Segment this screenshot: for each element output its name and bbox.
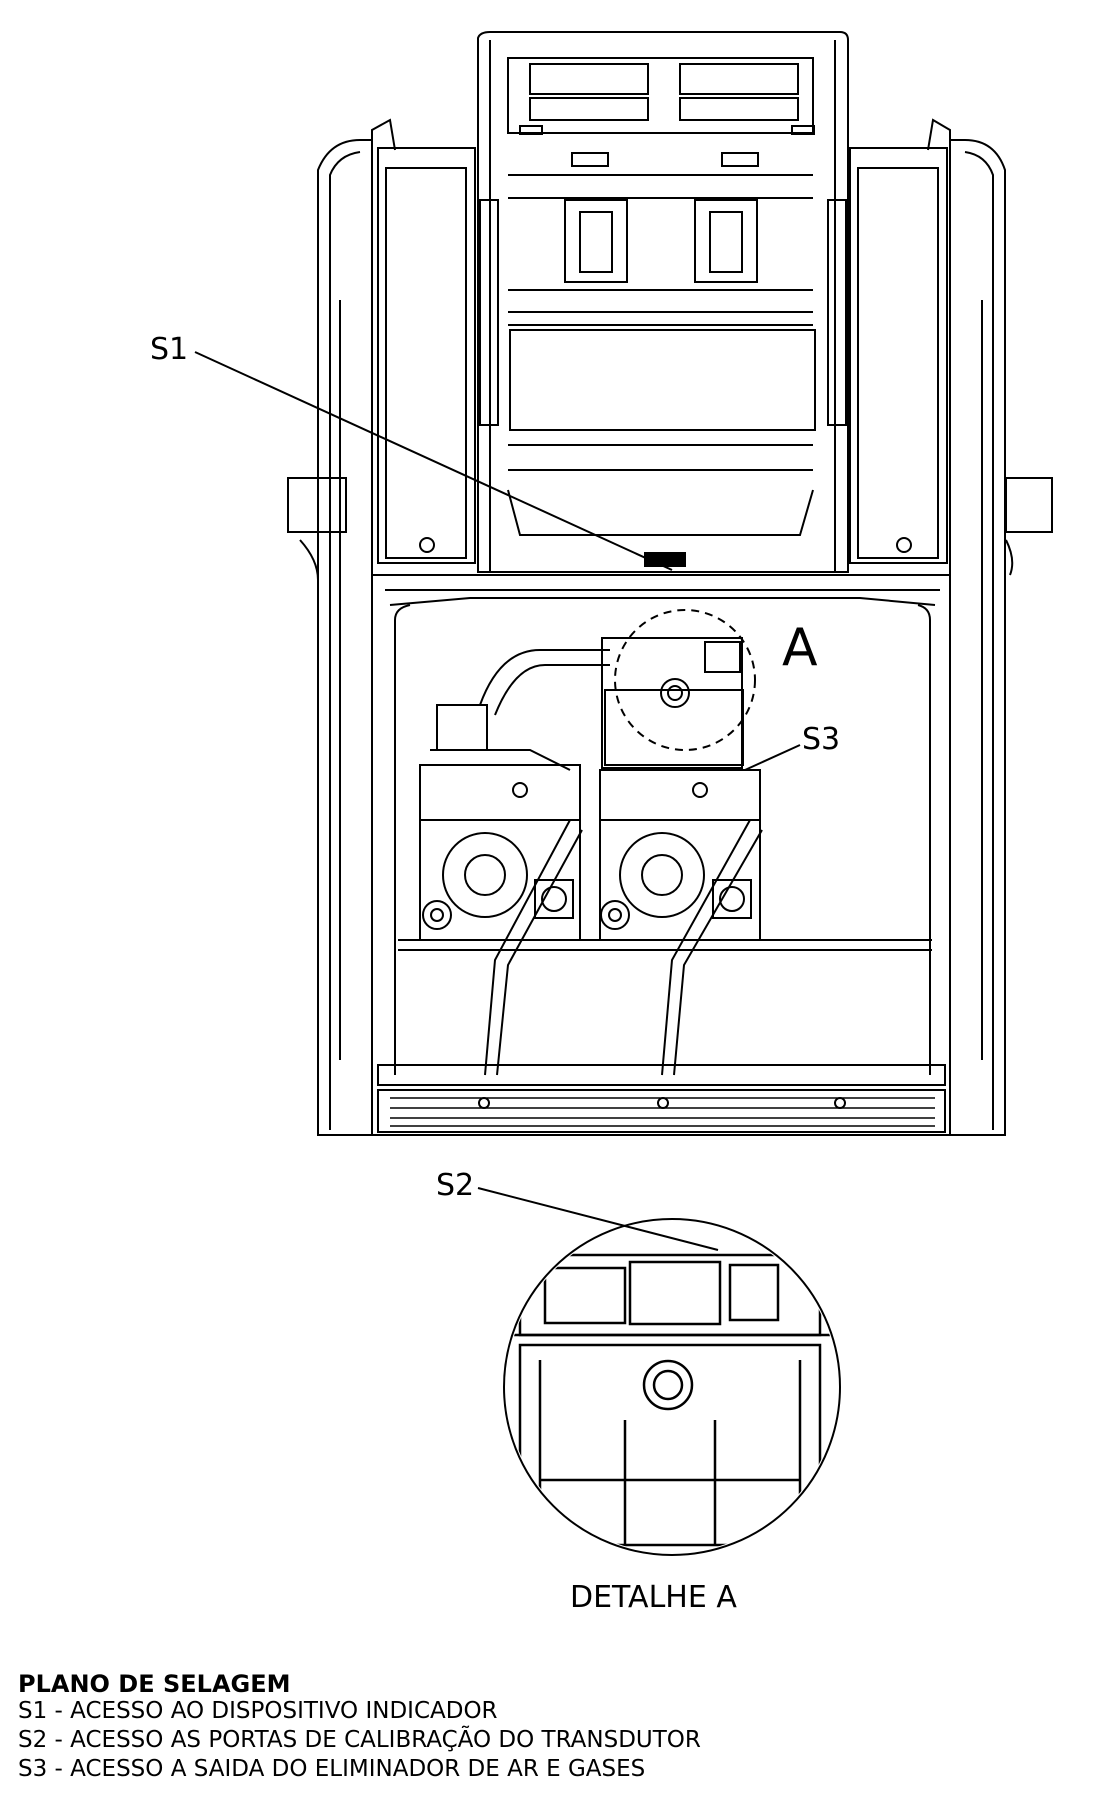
left-upper-panel xyxy=(377,147,476,564)
display-head xyxy=(477,31,849,573)
right-side-column xyxy=(927,118,1053,1136)
s3-leader xyxy=(744,744,801,771)
s1-leader xyxy=(194,351,673,571)
legend-item-s3: S3 - ACESSO A SAIDA DO ELIMINADOR DE AR … xyxy=(18,1756,646,1782)
callout-s2: S2 xyxy=(436,1168,475,1203)
left-meter-assembly xyxy=(419,649,610,1076)
detail-a-marker: A xyxy=(782,618,818,678)
hydraulic-compartment xyxy=(371,574,951,1136)
s2-leader xyxy=(477,1187,719,1251)
legend-item-s1: S1 - ACESSO AO DISPOSITIVO INDICADOR xyxy=(18,1698,498,1724)
right-meter-assembly xyxy=(599,609,763,1076)
sealing-plan-legend: PLANO DE SELAGEM S1 - ACESSO AO DISPOSIT… xyxy=(18,1671,1078,1784)
right-upper-panel xyxy=(849,147,948,564)
detail-a-caption: DETALHE A xyxy=(570,1580,737,1615)
legend-item-s2: S2 - ACESSO AS PORTAS DE CALIBRAÇÃO DO T… xyxy=(18,1727,701,1753)
callout-s3: S3 xyxy=(802,722,841,757)
callout-s1: S1 xyxy=(150,332,189,367)
legend-title: PLANO DE SELAGEM xyxy=(18,1670,291,1698)
detail-a-view xyxy=(503,1218,841,1556)
